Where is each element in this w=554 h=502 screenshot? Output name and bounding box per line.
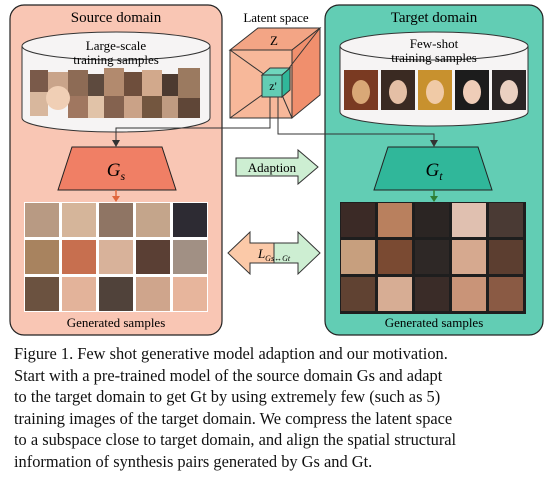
target-cylinder-label-2: training samples (391, 50, 477, 65)
svg-text:LGs↔Gt: LGs↔Gt (257, 246, 291, 263)
source-cylinder-label-1: Large-scale (86, 38, 147, 53)
caption-line-4: training images of the target domain. We… (14, 408, 453, 428)
source-generator-sub: s (121, 169, 126, 183)
source-domain-title: Source domain (71, 10, 162, 26)
target-generator-sub: t (439, 169, 443, 183)
target-generator-label: G (425, 160, 439, 181)
latent-connectors (115, 97, 435, 140)
source-training-cylinder: Large-scale training samples (21, 31, 211, 133)
target-generated-grid (340, 202, 526, 314)
target-training-faces (344, 70, 526, 110)
target-generator-gt (373, 146, 493, 191)
latent-space-title: Latent space (243, 10, 309, 25)
latent-subspace-cube (260, 66, 292, 99)
adaption-arrow: Adaption (235, 148, 319, 186)
target-generated-label: Generated samples (385, 315, 484, 330)
svg-text:Gt: Gt (425, 160, 443, 183)
source-training-faces (30, 68, 200, 118)
caption-line-2: Start with a pre-trained model of the so… (14, 365, 443, 385)
adaption-label: Adaption (248, 160, 297, 175)
source-generator-gs (57, 146, 177, 191)
loss-sub: Gs↔Gt (265, 254, 291, 263)
source-generated-grid (24, 202, 208, 312)
caption-line-6: information of synthesis pairs generated… (14, 451, 373, 471)
target-training-cylinder: Few-shot training samples (339, 31, 529, 127)
caption-line-5: to a subspace close to target domain, an… (14, 430, 457, 450)
loss-label: L (257, 246, 265, 261)
source-generator-label: G (107, 160, 121, 181)
source-cylinder-label-2: training samples (73, 52, 159, 67)
caption-line-3: to the target domain to get Gt by using … (14, 387, 441, 407)
latent-z-prime-label: z' (269, 79, 277, 93)
figure-caption: Figure 1. Few shot generative model adap… (14, 343, 544, 473)
figure-diagram: Source domain Large-scale training sampl… (9, 4, 544, 336)
loss-double-arrow: LGs↔Gt (227, 230, 321, 276)
caption-line-1: Figure 1. Few shot generative model adap… (14, 344, 448, 363)
latent-z-label: Z (270, 33, 278, 48)
source-generated-label: Generated samples (67, 315, 166, 330)
svg-text:Gs: Gs (107, 160, 126, 183)
target-cylinder-label-1: Few-shot (410, 36, 459, 51)
target-domain-title: Target domain (391, 10, 478, 26)
